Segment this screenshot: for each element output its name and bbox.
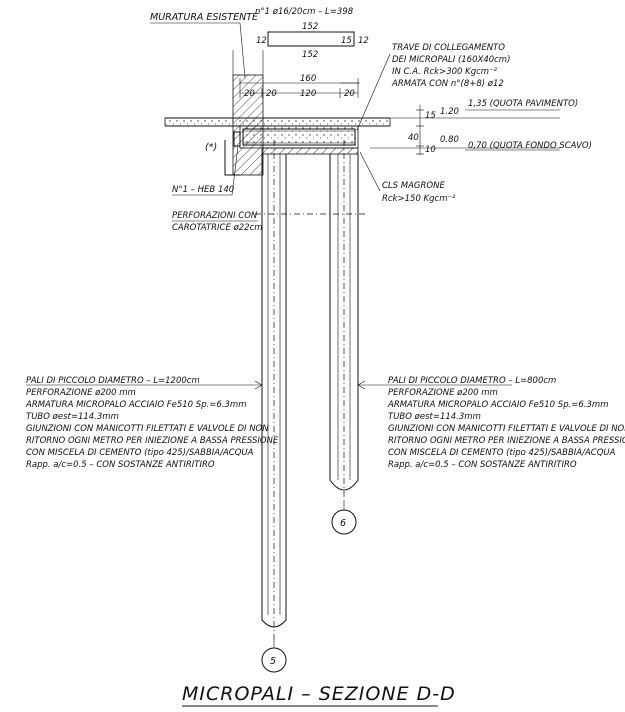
drawing-title: MICROPALI – SEZIONE D-D bbox=[182, 683, 456, 705]
dim-152-bot: 152 bbox=[302, 50, 318, 60]
dim-15: 15 bbox=[341, 36, 352, 46]
left-note-line: CON MISCELA DI CEMENTO (tipo 425)/SABBIA… bbox=[26, 448, 254, 458]
muratura-label: MURATURA ESISTENTE bbox=[150, 12, 258, 23]
asterisk-mark: (*) bbox=[205, 142, 217, 153]
dim-15v: 15 bbox=[425, 111, 436, 121]
level-120: 1.20 bbox=[440, 107, 459, 117]
beam-label-2: DEI MICROPALI (160X40cm) bbox=[392, 55, 510, 65]
right-note-line: PALI DI PICCOLO DIAMETRO – L=800cm bbox=[388, 376, 556, 386]
level-dims bbox=[370, 105, 560, 155]
dim-40: 40 bbox=[408, 133, 419, 143]
right-note-line: CON MISCELA DI CEMENTO (tipo 425)/SABBIA… bbox=[388, 448, 616, 458]
dim-20c: 20 bbox=[344, 89, 355, 99]
right-note-block: PALI DI PICCOLO DIAMETRO – L=800cmPERFOR… bbox=[387, 376, 625, 470]
dim-10: 10 bbox=[425, 145, 436, 155]
cls-label-2: Rck>150 Kgcm⁻² bbox=[382, 194, 456, 204]
dim-12-left: 12 bbox=[256, 36, 267, 46]
right-note-line: GIUNZIONI CON MANICOTTI FILETTATI E VALV… bbox=[388, 424, 625, 434]
perf-label-2: CAROTATRICE ø22cm bbox=[172, 223, 263, 233]
dim-12-right: 12 bbox=[358, 36, 369, 46]
beam-label-3: IN C.A. Rck>300 Kgcm⁻² bbox=[392, 67, 498, 77]
right-note-line: TUBO øest=114.3mm bbox=[388, 412, 481, 422]
left-note-line: Rapp. a/c=0.5 – CON SOSTANZE ANTIRITIRO bbox=[26, 460, 215, 470]
rebar-detail-box bbox=[267, 31, 355, 47]
level-135: 1,35 (QUOTA PAVIMENTO) bbox=[468, 99, 578, 109]
right-note-line: RITORNO OGNI METRO PER INIEZIONE A BASSA… bbox=[388, 436, 625, 446]
left-pile bbox=[261, 140, 287, 640]
dim-160: 160 bbox=[300, 74, 316, 84]
marker-5-label: 5 bbox=[270, 656, 276, 667]
left-note-line: PERFORAZIONE ø200 mm bbox=[26, 388, 136, 398]
left-note-line: RITORNO OGNI METRO PER INIEZIONE A BASSA… bbox=[26, 436, 279, 446]
dim-120: 120 bbox=[300, 89, 316, 99]
pile-marker-right: 6 bbox=[331, 500, 357, 535]
marker-6-label: 6 bbox=[340, 518, 346, 529]
perf-label-1: PERFORAZIONI CON bbox=[172, 211, 258, 221]
level-080: 0.80 bbox=[440, 135, 459, 145]
floor-slab bbox=[164, 117, 391, 127]
left-note-line: TUBO øest=114.3mm bbox=[26, 412, 119, 422]
cls-label-1: CLS MAGRONE bbox=[382, 181, 445, 191]
heb-label: N°1 – HEB 140 bbox=[172, 185, 234, 195]
beam-label-1: TRAVE DI COLLEGAMENTO bbox=[392, 43, 505, 53]
dim-152-top: 152 bbox=[302, 22, 318, 32]
pile-marker-left: 5 bbox=[261, 640, 287, 673]
right-note-line: ARMATURA MICROPALO ACCIAIO Fe510 Sp.=6.3… bbox=[387, 400, 609, 410]
level-070: 0,70 (QUOTA FONDO SCAVO) bbox=[468, 141, 592, 151]
top-rebar-label: n°1 ø16/20cm – L=398 bbox=[255, 7, 354, 17]
dim-20b: 20 bbox=[266, 89, 277, 99]
beam-label-4: ARMATA CON n°(8+8) ø12 bbox=[391, 79, 504, 89]
left-note-line: ARMATURA MICROPALO ACCIAIO Fe510 Sp.=6.3… bbox=[25, 400, 247, 410]
lean-concrete bbox=[261, 147, 359, 155]
dimension-lines bbox=[239, 78, 360, 98]
left-note-block: PALI DI PICCOLO DIAMETRO – L=1200cmPERFO… bbox=[25, 376, 279, 470]
right-note-line: Rapp. a/c=0.5 – CON SOSTANZE ANTIRITIRO bbox=[388, 460, 577, 470]
left-note-line: GIUNZIONI CON MANICOTTI FILETTATI E VALV… bbox=[26, 424, 269, 434]
left-note-line: PALI DI PICCOLO DIAMETRO – L=1200cm bbox=[26, 376, 200, 386]
dim-20a: 20 bbox=[244, 89, 255, 99]
connecting-beam bbox=[233, 125, 359, 149]
right-note-line: PERFORAZIONE ø200 mm bbox=[388, 388, 498, 398]
right-pile bbox=[329, 140, 359, 500]
